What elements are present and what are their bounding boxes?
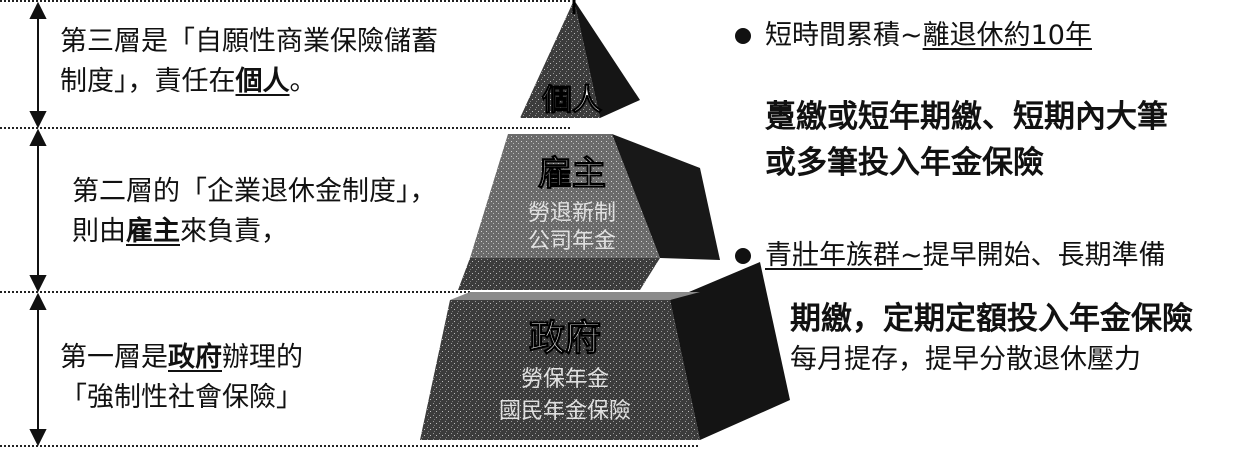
bullet-dot-icon: [735, 248, 751, 264]
pyramid-label-individual: 個人: [541, 83, 602, 118]
responsibility-government: 政府: [168, 342, 222, 373]
right-group-long-term: 青壯年族群~ 提早開始、長期準備: [735, 238, 1166, 274]
layer-second-description: 第二層的「企業退休金制度」， 則由雇主來負責，: [72, 172, 437, 252]
pyramid-sub-employer-1: 勞退新制: [528, 201, 616, 226]
arrow-third-layer: [29, 1, 47, 129]
pyramid-sub-government-2: 國民年金保險: [499, 399, 631, 424]
layer-first-line2: 「強制性社會保險」: [60, 382, 303, 413]
long-term-strategy: 期繳，定期定額投入年金保險 每月提存，提早分散退休壓力: [790, 296, 1193, 378]
short-term-strategy: 躉繳或短年期繳、短期內大筆 或多筆投入年金保險: [765, 99, 1168, 181]
bullet-long-term: 青壯年族群~ 提早開始、長期準備: [735, 238, 1166, 274]
responsibility-individual: 個人: [235, 66, 290, 97]
layer-second-line2: 則由雇主來負責，: [72, 216, 288, 247]
long-term-strategy-bold: 期繳，定期定額投入年金保險: [790, 301, 1193, 337]
pyramid-label-government: 政府: [529, 317, 601, 359]
long-term-strategy-note: 每月提存，提早分散退休壓力: [790, 344, 1141, 375]
layer-third-line2: 制度」，責任在個人。: [60, 66, 317, 97]
responsibility-employer: 雇主: [126, 216, 180, 247]
layer-first-line1: 第一層是政府辦理的: [60, 342, 303, 373]
arrow-second-layer: [29, 128, 47, 293]
right-group-short-term: 短時間累積~離退休約10年: [735, 18, 1092, 54]
pyramid-label-employer: 雇主: [538, 154, 606, 194]
arrow-first-layer: [29, 292, 47, 447]
layer-third-description: 第三層是「自願性商業保險儲蓄 制度」，責任在個人。: [60, 22, 438, 102]
pyramid-tier-top: [520, 0, 640, 118]
layer-third-line1: 第三層是「自願性商業保險儲蓄: [60, 26, 438, 57]
bullet-dot-icon: [735, 28, 751, 44]
pyramid-tier-middle: [458, 134, 720, 290]
layer-first-description: 第一層是政府辦理的 「強制性社會保險」: [60, 338, 303, 418]
pyramid-sub-government-1: 勞保年金: [521, 367, 609, 392]
pyramid-sub-employer-2: 公司年金: [528, 229, 616, 254]
bullet-short-term: 短時間累積~離退休約10年: [735, 18, 1092, 54]
pyramid-tier-bottom: [420, 262, 790, 440]
layer-second-line1: 第二層的「企業退休金制度」，: [72, 176, 437, 207]
